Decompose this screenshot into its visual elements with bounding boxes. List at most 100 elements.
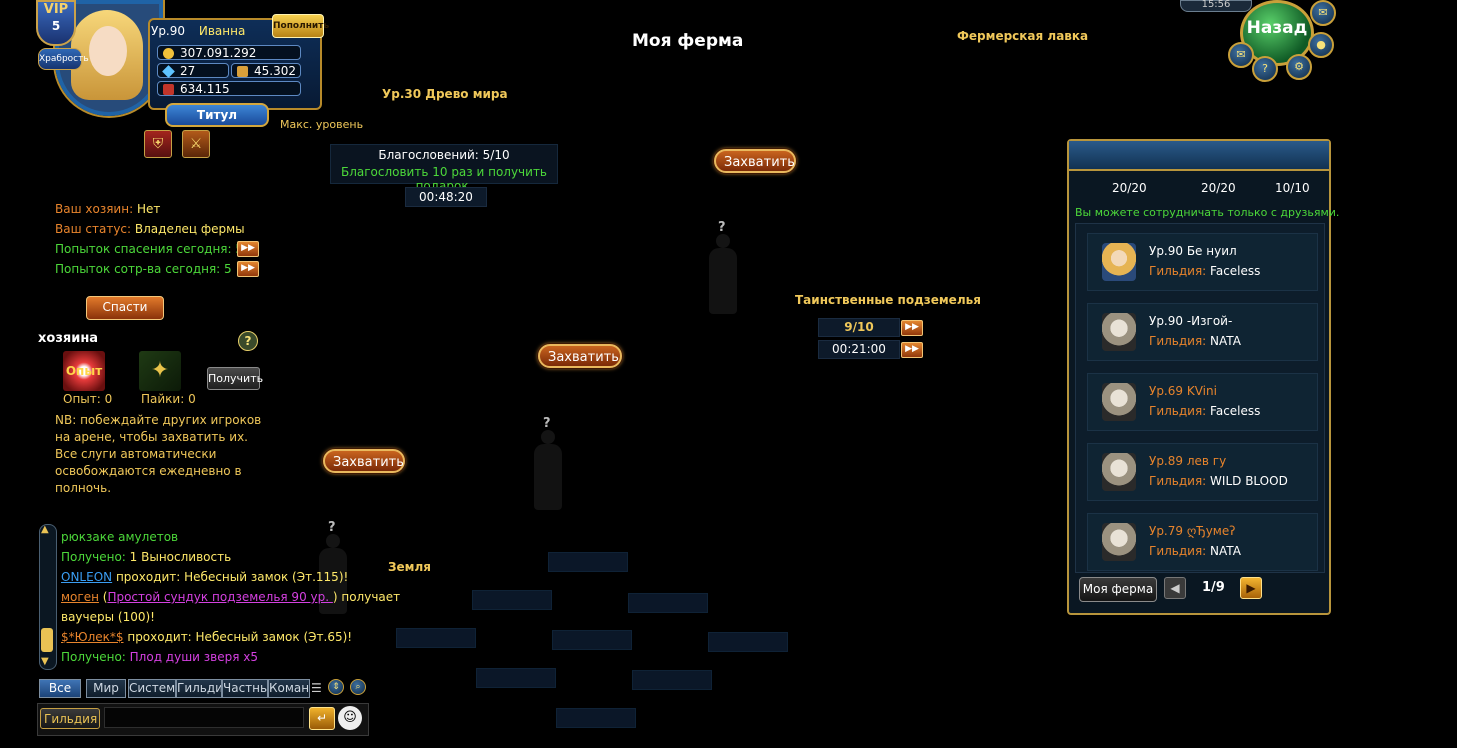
friend-row[interactable]: Ур.79 ღЂумeʔ Гильдия: NATA [1087, 513, 1318, 571]
chat-search-icon[interactable]: ⌕ [350, 679, 366, 695]
friend-guild: Гильдия: Faceless [1149, 264, 1261, 278]
chat-message: Получено: 1 Выносливость [61, 550, 232, 564]
title-button[interactable]: Титул [165, 103, 269, 127]
courage-badge[interactable]: Храбрость [38, 48, 89, 70]
collect-button[interactable]: Получить [207, 367, 263, 390]
topup-button[interactable]: Пополнить [272, 14, 329, 38]
status-value: Владелец фермы [134, 222, 245, 236]
chat-player-link[interactable]: моген [61, 590, 99, 604]
farmer-shop-link[interactable]: Фермерская лавка [957, 29, 1089, 43]
vip-badge[interactable]: VIP 5 [36, 0, 76, 46]
player-portrait[interactable] [55, 0, 163, 116]
prev-page-button[interactable]: ◀ [1164, 577, 1186, 599]
servant-slot-3[interactable]: ? [313, 520, 353, 614]
player-name-row: Ур.90 Иванна [151, 24, 245, 38]
coop-attempts: Попыток сотр-ва сегодня: 5 [55, 262, 232, 276]
player-name: Иванна [198, 24, 246, 38]
emoji-icon[interactable]: ☺ [338, 706, 362, 730]
send-icon[interactable]: ↵ [309, 707, 335, 730]
mail-icon[interactable]: ✉ [1228, 42, 1254, 68]
swords-buff-icon[interactable]: ⚔ [182, 130, 210, 158]
chat-tab-guild[interactable]: Гильдия [176, 679, 222, 698]
land-plot[interactable] [708, 632, 788, 652]
land-label: Земля [388, 560, 431, 574]
land-plot[interactable] [396, 628, 476, 648]
friend-name: Ур.79 ღЂумeʔ [1149, 524, 1236, 538]
owner-value: Нет [136, 202, 161, 216]
dungeon-add-button[interactable]: ▶▶ [901, 320, 923, 336]
help-icon[interactable]: ? [1252, 56, 1278, 82]
owner-line: Ваш хозяин: Нет [55, 202, 160, 216]
friend-name: Ур.90 Бе нуил [1149, 244, 1237, 258]
power-stat: 634.115 [157, 81, 301, 96]
scroll-icon[interactable]: ✉ [1310, 0, 1336, 26]
my-farm-button[interactable]: Моя ферма [1079, 577, 1157, 602]
chat-input[interactable] [104, 707, 304, 728]
capture-button-2[interactable]: Захватить [538, 344, 622, 368]
chat-tab-all[interactable]: Все [39, 679, 81, 698]
chat-expand-icon[interactable]: ⇕ [328, 679, 344, 695]
friends-count-3: 10/10 [1275, 181, 1310, 195]
chat-scroll-thumb[interactable] [41, 628, 53, 652]
rewards-help-icon[interactable]: ? [238, 331, 258, 351]
chat-message: моген (Простой сундук подземелья 90 ур. … [61, 590, 401, 604]
blessing-count: Благословений: 5/10 [378, 148, 510, 162]
dungeon-skip-button[interactable]: ▶▶ [901, 342, 923, 358]
exp-reward-icon: Опыт [63, 351, 105, 391]
friend-guild: Гильдия: NATA [1149, 334, 1241, 348]
chat-tab-world[interactable]: Мир [86, 679, 126, 698]
next-page-button[interactable]: ▶ [1240, 577, 1262, 599]
rescue-attempts-add-button[interactable]: ▶▶ [237, 241, 259, 257]
friend-avatar [1102, 383, 1136, 421]
ration-wheat-icon: ✦ [139, 351, 181, 391]
capture-button-3[interactable]: Захватить [323, 449, 405, 473]
land-plot[interactable] [628, 593, 708, 613]
friend-row[interactable]: Ур.89 лев гу Гильдия: WILD BLOOD [1087, 443, 1318, 501]
player-level: Ур.90 [151, 24, 186, 38]
coop-attempts-add-button[interactable]: ▶▶ [237, 261, 259, 277]
friend-row[interactable]: Ур.90 -Изгой- Гильдия: NATA [1087, 303, 1318, 361]
power-icon [163, 84, 174, 95]
ration-amount: Пайки: 0 [141, 392, 196, 406]
chat-scroll-down-icon[interactable]: ▼ [41, 656, 49, 667]
friend-row[interactable]: Ур.69 KVini Гильдия: Faceless [1087, 373, 1318, 431]
chat-player-link[interactable]: ONLEON [61, 570, 113, 584]
chat-message: ваучеры (100)! [61, 610, 155, 624]
chat-item-link[interactable]: Простой сундук подземелья 90 ур. [107, 590, 333, 604]
rescue-attempts: Попыток спасения сегодня: 5 [55, 242, 244, 256]
chat-tab-system[interactable]: Система [128, 679, 176, 698]
servant-slot-2[interactable]: ? [528, 416, 568, 510]
land-plot[interactable] [556, 708, 636, 728]
shield-buff-icon[interactable]: ⛨ [144, 130, 172, 158]
capture-button-1[interactable]: Захватить [714, 149, 796, 173]
servant-slot-1[interactable]: ? [703, 220, 743, 314]
friend-guild: Гильдия: WILD BLOOD [1149, 474, 1288, 488]
chat-menu-icon[interactable]: ☰ [311, 681, 322, 695]
coop-friends-note: Вы можете сотрудничать только с друзьями… [1075, 206, 1340, 219]
coupon-stat: 45.302 [231, 63, 301, 78]
vip-label: VIP [43, 2, 69, 17]
friend-name: Ур.89 лев гу [1149, 454, 1227, 468]
clock: 15:56 [1180, 0, 1252, 12]
land-plot[interactable] [476, 668, 556, 688]
chat-message: $*Юлек*$ проходит: Небесный замок (Эт.65… [61, 630, 353, 644]
status-line: Ваш статус: Владелец фермы [55, 222, 245, 236]
friend-name: Ур.90 -Изгой- [1149, 314, 1233, 328]
gift-icon[interactable]: ● [1308, 32, 1334, 58]
max-level-label: Макс. уровень [280, 118, 364, 131]
chat-tab-private[interactable]: Частный [222, 679, 268, 698]
friend-row[interactable]: Ур.90 Бе нуил Гильдия: Faceless [1087, 233, 1318, 291]
chat-tab-team[interactable]: Команда [268, 679, 310, 698]
settings-gear-icon[interactable]: ⚙ [1286, 54, 1312, 80]
land-plot[interactable] [632, 670, 712, 690]
rescue-button[interactable]: Спасти [86, 296, 164, 320]
page-title: Моя ферма [632, 31, 744, 51]
land-plot[interactable] [472, 590, 552, 610]
chat-player-link[interactable]: $*Юлек*$ [61, 630, 124, 644]
chat-scroll-up-icon[interactable]: ▲ [41, 524, 49, 535]
power-value: 634.115 [180, 82, 230, 96]
page-indicator: 1/9 [1202, 580, 1225, 595]
chat-channel-select[interactable]: Гильдия [40, 708, 100, 729]
land-plot[interactable] [552, 630, 632, 650]
land-plot[interactable] [548, 552, 628, 572]
